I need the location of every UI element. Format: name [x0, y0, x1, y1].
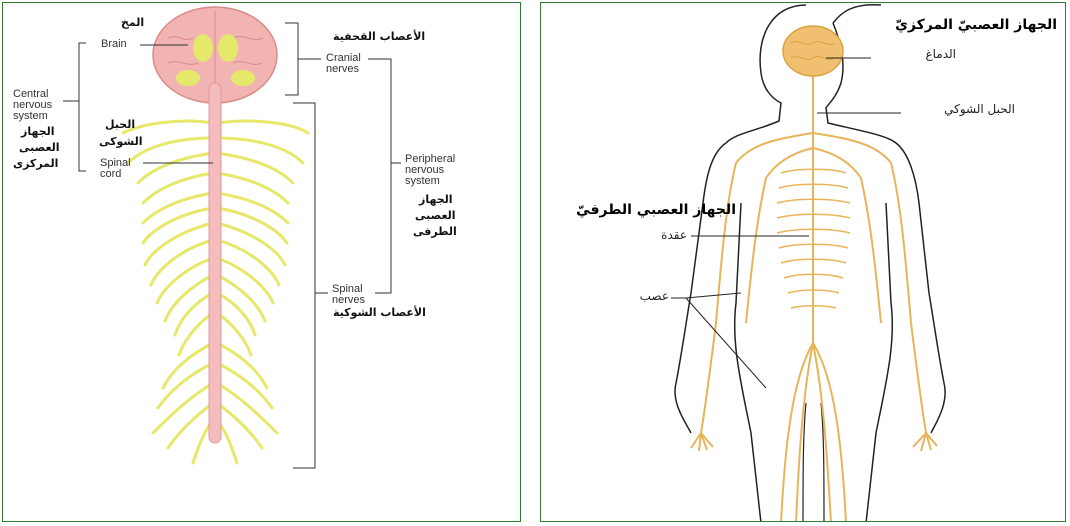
pns-label-ar-3: الطرفى: [413, 225, 457, 238]
human-body-illustration: [541, 3, 1066, 522]
ganglion-label: عقدة: [631, 228, 687, 242]
cord-label-ar-2: الشوكى: [99, 135, 143, 148]
pns-title-ar: الجهاز العصبي الطرفيّ: [541, 202, 736, 218]
spinal-nerves-label-ar: الأعصاب الشوكية: [333, 306, 426, 319]
brain-label-en: Brain: [101, 39, 127, 50]
brain-label-ar: المخ: [121, 16, 144, 29]
cns-label-en-3: system: [13, 111, 48, 122]
nervous-system-illustration: [3, 3, 521, 522]
cns-title-ar: الجهاز العصبيّ المركزيّ: [885, 17, 1057, 33]
spinal-diagram-panel: المخ Brain Central nervous system الجهاز…: [2, 2, 521, 522]
spinal-nerves-label-en-2: nerves: [332, 295, 365, 306]
nerve-label: عصب: [613, 289, 669, 303]
cranial-label-ar: الأعصاب القحفية: [333, 30, 425, 43]
body-diagram-panel: الجهاز العصبيّ المركزيّ الدماغ الحبل الش…: [540, 2, 1066, 522]
cns-label-ar-1: الجهاز: [21, 125, 55, 138]
brain-shape-body: [783, 26, 843, 76]
pns-label-ar-2: العصبى: [415, 209, 456, 222]
cord-label-ar-1: الحبل: [105, 118, 135, 131]
spinal-cord-shape: [209, 83, 221, 443]
spinal-cord-label-body: الحبل الشوكي: [905, 102, 1015, 116]
cranial-label-en-2: nerves: [326, 64, 359, 75]
cns-label-ar-3: المركزى: [13, 157, 58, 170]
pns-label-en-3: system: [405, 176, 440, 187]
cns-label-ar-2: العصبى: [19, 141, 60, 154]
cord-label-en-2: cord: [100, 169, 121, 180]
brain-label-body: الدماغ: [876, 47, 956, 61]
pns-label-ar-1: الجهاز: [419, 193, 453, 206]
